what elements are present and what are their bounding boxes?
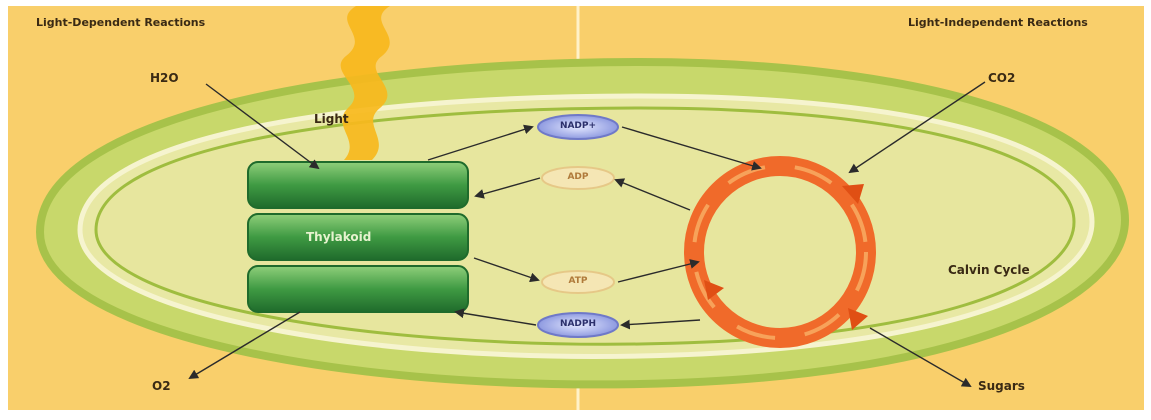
label-nadp: NADP+ (546, 121, 610, 131)
stroma (96, 108, 1074, 344)
thylakoid-disc-1 (248, 162, 468, 208)
label-carbon-dioxide: CO2 (988, 72, 1015, 85)
label-light: Light (314, 113, 349, 126)
label-adp: ADP (546, 172, 610, 182)
label-calvin-cycle: Calvin Cycle (948, 264, 1030, 277)
thylakoid-disc-3 (248, 266, 468, 312)
label-atp: ATP (546, 276, 610, 286)
label-oxygen: O2 (152, 380, 171, 393)
label-nadph: NADPH (546, 319, 610, 329)
label-water: H2O (150, 72, 179, 85)
title-light-independent: Light-Independent Reactions (908, 16, 1088, 29)
label-sugars: Sugars (978, 380, 1025, 393)
label-thylakoid: Thylakoid (306, 231, 371, 244)
title-light-dependent: Light-Dependent Reactions (36, 16, 205, 29)
